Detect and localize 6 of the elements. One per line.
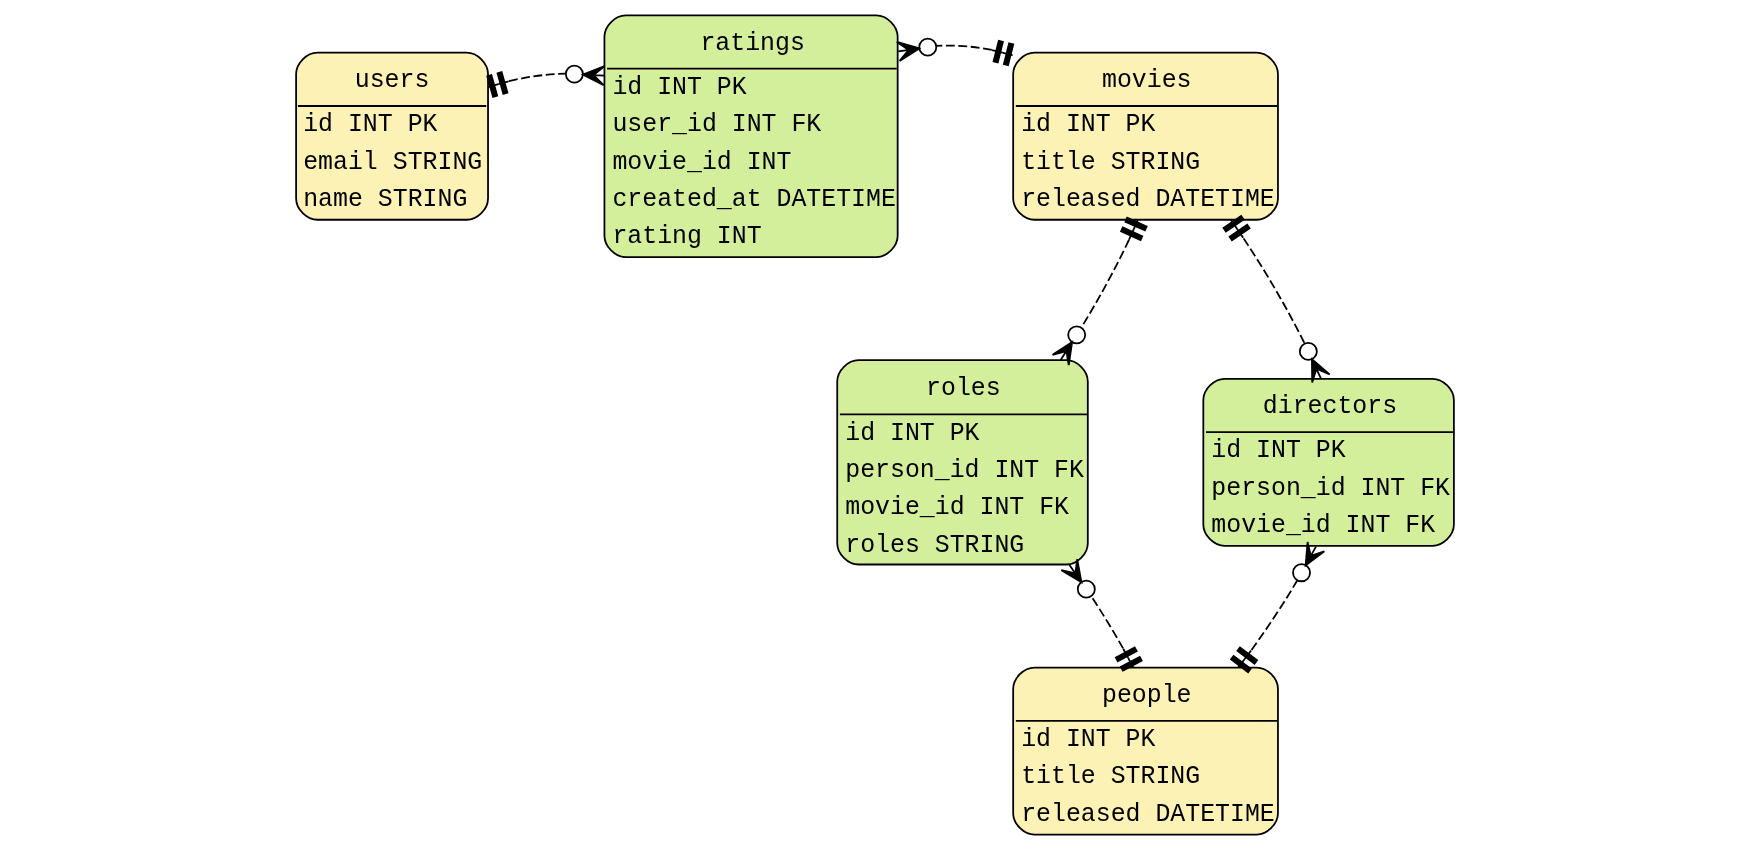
- connector: [1222, 214, 1331, 384]
- connector: [486, 64, 606, 98]
- connector: [1051, 216, 1148, 367]
- connector: [895, 37, 1015, 67]
- connector: [1229, 541, 1326, 674]
- connector: [1060, 558, 1143, 672]
